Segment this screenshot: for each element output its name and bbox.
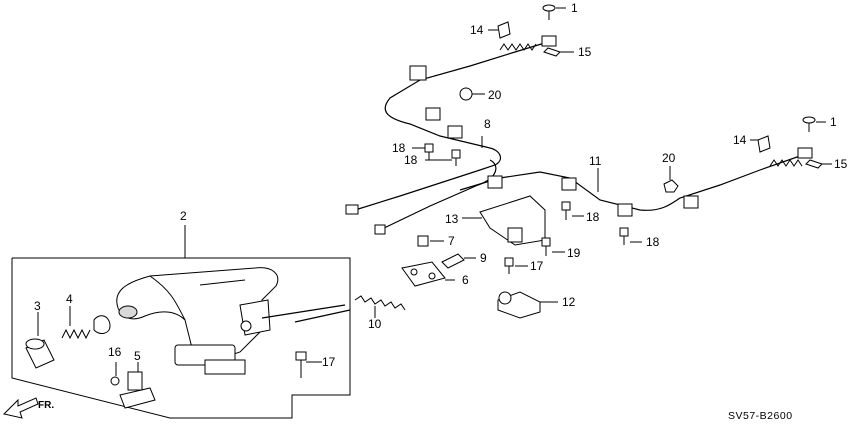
callout-10: 10 bbox=[368, 317, 382, 331]
callout-6: 6 bbox=[462, 273, 469, 287]
bracket-part-13 bbox=[462, 195, 546, 246]
callout-7: 7 bbox=[448, 234, 455, 248]
bolt-part-17-lower bbox=[295, 351, 322, 378]
switch-part-5 bbox=[110, 362, 156, 409]
direction-label: FR. bbox=[38, 400, 54, 411]
spring-part-4 bbox=[61, 306, 111, 340]
callout-1-upper: 1 bbox=[571, 1, 578, 15]
bolts-18-17-19 bbox=[412, 143, 642, 274]
callout-14-upper: 14 bbox=[470, 23, 484, 37]
callout-18-c: 18 bbox=[586, 210, 600, 224]
callout-numbers: 1 1 2 3 4 5 6 7 8 9 10 11 12 13 14 14 15… bbox=[34, 1, 848, 369]
callout-14-right: 14 bbox=[733, 133, 747, 147]
front-direction-arrow: FR. bbox=[3, 397, 54, 419]
callout-17-lower: 17 bbox=[322, 355, 336, 369]
callout-18-a: 18 bbox=[392, 141, 406, 155]
parking-brake-lever bbox=[116, 267, 351, 375]
callout-20-upper: 20 bbox=[488, 88, 502, 102]
lever-assembly-outline bbox=[11, 225, 351, 419]
callout-8: 8 bbox=[484, 117, 491, 131]
callout-9: 9 bbox=[480, 251, 487, 265]
callout-5: 5 bbox=[134, 349, 141, 363]
clip-part-7 bbox=[417, 235, 444, 247]
callout-16: 16 bbox=[108, 345, 122, 359]
bracket-part-12 bbox=[497, 291, 558, 319]
callout-4: 4 bbox=[66, 292, 73, 306]
equalizer-part-6 bbox=[401, 261, 455, 287]
callout-1-right: 1 bbox=[830, 115, 837, 129]
callout-15-right: 15 bbox=[834, 157, 848, 171]
callout-19: 19 bbox=[567, 246, 581, 260]
pin-part-9 bbox=[441, 253, 476, 269]
callout-18-d: 18 bbox=[646, 235, 660, 249]
callout-3: 3 bbox=[34, 299, 41, 313]
callout-15-upper: 15 bbox=[578, 45, 592, 59]
callout-12: 12 bbox=[562, 295, 576, 309]
callout-11: 11 bbox=[589, 154, 602, 168]
cable-end-hardware bbox=[459, 4, 832, 193]
callout-18-b: 18 bbox=[404, 153, 418, 167]
rear-cable-part-11 bbox=[459, 147, 813, 217]
spring-part-10 bbox=[354, 295, 406, 318]
callout-20-right: 20 bbox=[662, 151, 676, 165]
diagram-code: SV57-B2600 bbox=[728, 410, 793, 422]
callout-13: 13 bbox=[445, 212, 459, 226]
callout-2: 2 bbox=[180, 209, 187, 223]
callout-17-mid: 17 bbox=[530, 259, 544, 273]
grip-part-3 bbox=[25, 312, 55, 369]
